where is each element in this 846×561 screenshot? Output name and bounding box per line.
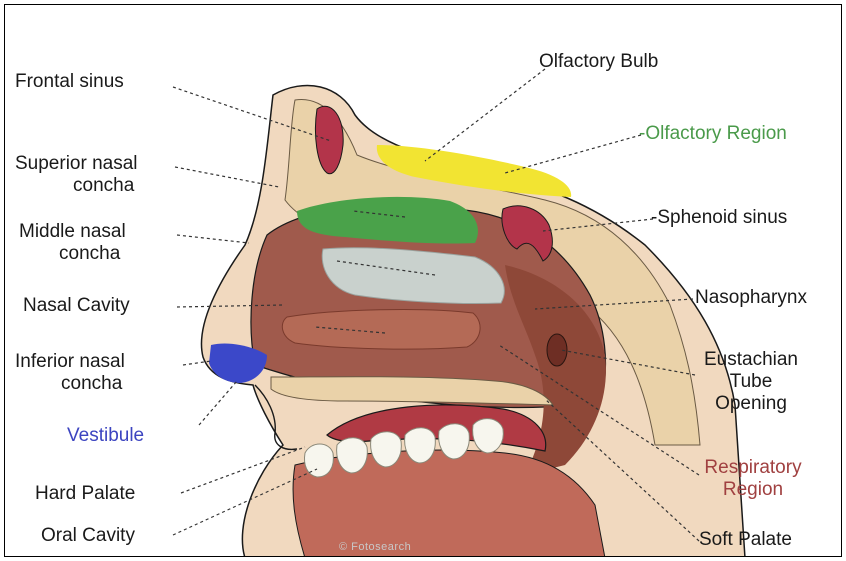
- label-superior-line1: Superior nasal: [15, 153, 138, 175]
- label-olfactory-region: -Olfactory Region: [639, 123, 787, 145]
- label-olfactory-bulb: Olfactory Bulb: [539, 51, 658, 73]
- label-hard-palate: Hard Palate: [35, 483, 135, 505]
- label-sphenoid-sinus: -Sphenoid sinus: [651, 207, 787, 229]
- label-oral-cavity: Oral Cavity: [41, 525, 135, 547]
- label-inferior-line2: concha: [15, 373, 125, 395]
- label-eustachian-tube-opening: Eustachian Tube Opening: [691, 349, 811, 415]
- label-inferior-line1: Inferior nasal: [15, 351, 125, 373]
- label-respiratory-line2: Region: [691, 479, 815, 501]
- label-superior-nasal-concha: Superior nasal concha: [15, 153, 138, 197]
- label-vestibule: Vestibule: [67, 425, 144, 447]
- label-frontal-sinus: Frontal sinus: [15, 71, 124, 93]
- label-respiratory-region: Respiratory Region: [691, 457, 815, 501]
- diagram-frame: Frontal sinus Superior nasal concha Midd…: [4, 4, 842, 557]
- label-nasal-cavity: Nasal Cavity: [23, 295, 130, 317]
- label-respiratory-line1: Respiratory: [691, 457, 815, 479]
- watermark: © Fotosearch: [339, 541, 411, 553]
- label-nasopharynx: Nasopharynx: [695, 287, 807, 309]
- label-middle-line1: Middle nasal: [19, 221, 126, 243]
- label-eustachian-line3: Opening: [691, 393, 811, 415]
- label-soft-palate: Soft Palate: [699, 529, 792, 551]
- label-eustachian-line2: Tube: [691, 371, 811, 393]
- label-superior-line2: concha: [15, 175, 138, 197]
- label-eustachian-line1: Eustachian: [691, 349, 811, 371]
- label-inferior-nasal-concha: Inferior nasal concha: [15, 351, 125, 395]
- label-middle-line2: concha: [19, 243, 126, 265]
- inferior-concha-area: [282, 310, 480, 350]
- label-middle-nasal-concha: Middle nasal concha: [19, 221, 126, 265]
